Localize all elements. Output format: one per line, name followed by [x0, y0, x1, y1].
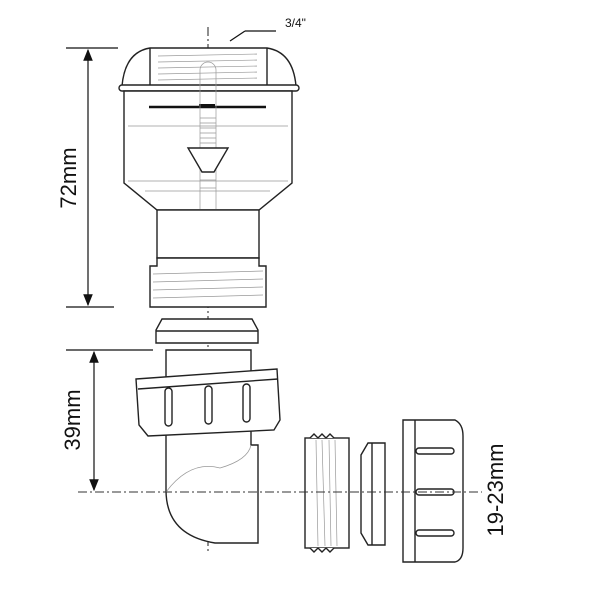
compression-nut-horizontal [402, 419, 464, 563]
valve-neck [149, 209, 267, 308]
pipe-range-label: 19-23mm [483, 444, 508, 537]
dimension-39mm [66, 349, 153, 492]
compression-nut-vertical [135, 368, 281, 437]
thread-size-label: 3/4" [285, 16, 306, 30]
valve-cap [118, 47, 300, 92]
seal-washer-side [360, 442, 386, 546]
horizontal-thread [304, 433, 350, 553]
flow-arrow [186, 147, 230, 173]
height-upper-label: 72mm [56, 147, 81, 208]
dimension-72mm [66, 47, 118, 308]
height-lower-label: 39mm [60, 389, 85, 450]
thread-leader-line [229, 30, 246, 42]
